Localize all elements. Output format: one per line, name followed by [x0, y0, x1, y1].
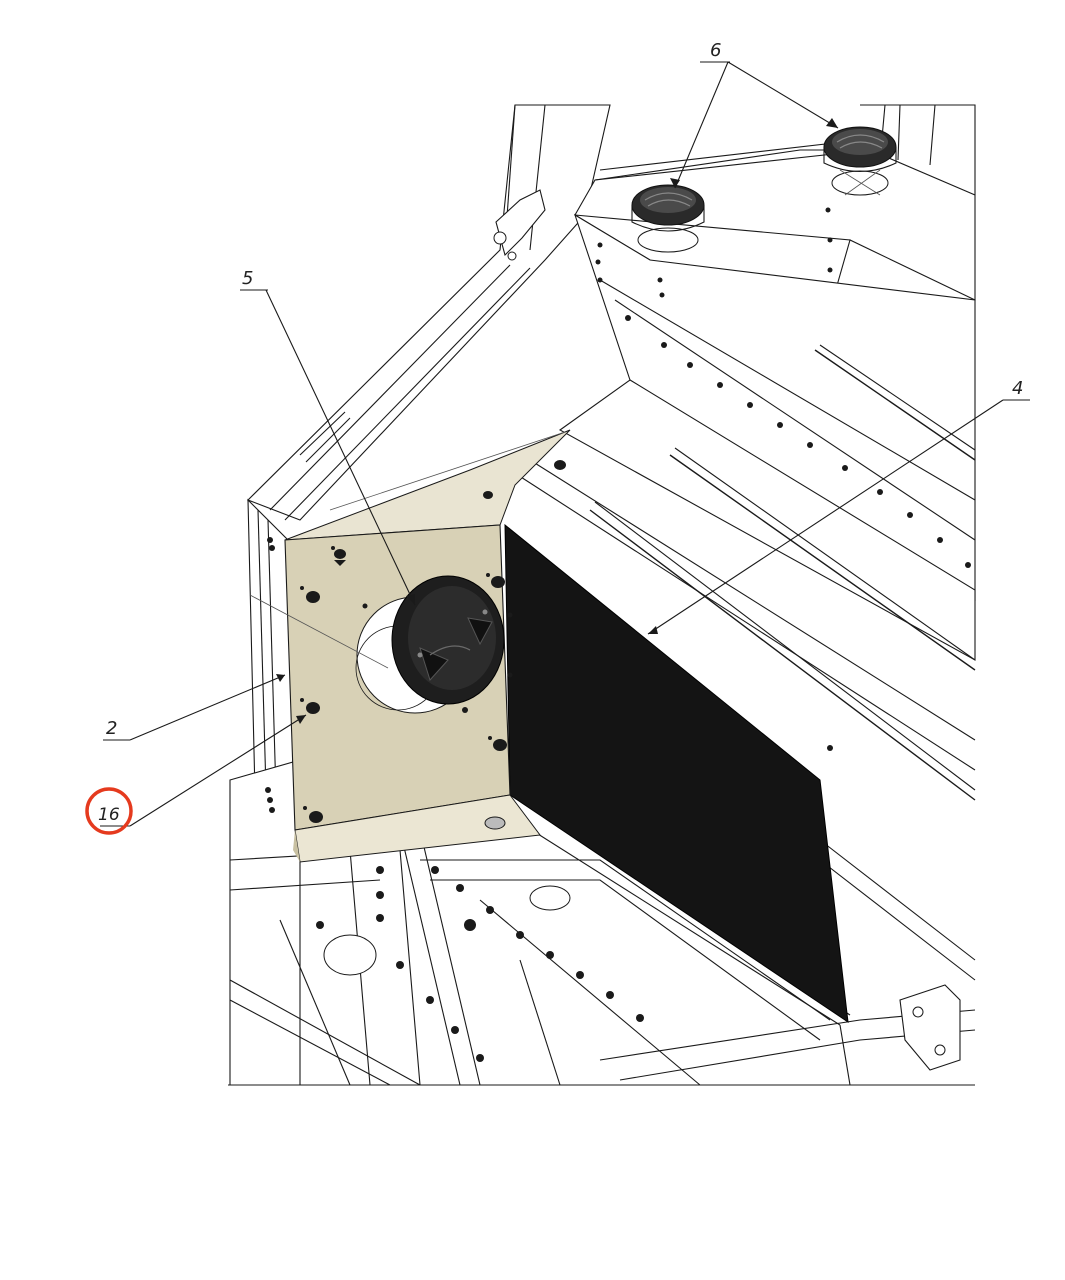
callout-2: 2: [106, 718, 117, 739]
bolt-icon: [334, 549, 346, 566]
panel-bolts: [300, 460, 566, 823]
rail-rivets: [595, 207, 971, 568]
hatch-cover-icon: [355, 575, 513, 714]
callout-4: 4: [1012, 378, 1023, 399]
callout-6: 6: [710, 40, 721, 61]
roof-vent-right: [823, 126, 897, 196]
roof-vent-left: [631, 184, 705, 253]
callout-16: 16: [98, 805, 120, 825]
black-screen-panel: [504, 523, 849, 1024]
callout-5: 5: [242, 268, 253, 289]
callout-16-highlight-ring: [85, 787, 133, 835]
callout-leaders: [100, 61, 1030, 827]
callout-labels: 6 5 4 2 16: [85, 40, 1023, 835]
